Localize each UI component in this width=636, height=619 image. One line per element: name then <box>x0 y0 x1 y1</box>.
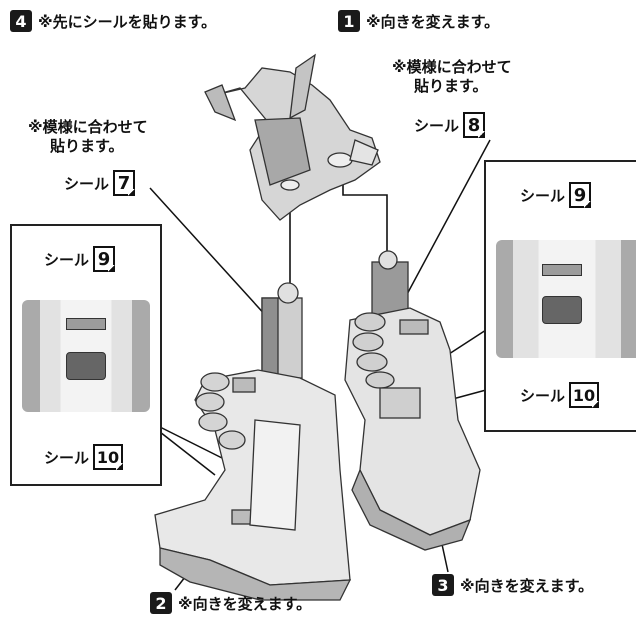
seal-9-left-label: シール 9 <box>44 246 116 272</box>
note-left-line1: ※模様に合わせて <box>28 118 148 136</box>
left-arm-part <box>154 282 352 601</box>
note-right-line1: ※模様に合わせて <box>392 58 512 76</box>
left-inset-closeup <box>22 300 150 412</box>
seal-9-right-number: 9 <box>569 182 592 208</box>
step-1-label: ※向きを変えます。 <box>366 12 500 31</box>
leader-seal7 <box>149 187 269 319</box>
seal-7-number: 7 <box>113 170 136 196</box>
right-detail-inset <box>484 160 636 432</box>
seal-10-left-prefix: シール <box>44 448 90 467</box>
left-detail-inset <box>10 224 162 486</box>
step-4-label: ※先にシールを貼ります。 <box>38 12 217 31</box>
note-left: ※模様に合わせて 貼ります。 <box>28 118 148 156</box>
seal-9-right-prefix: シール <box>520 186 566 205</box>
seal-9-right-label: シール 9 <box>520 182 592 208</box>
seal-9-left-number: 9 <box>93 246 116 272</box>
step-4-number: 4 <box>10 10 32 32</box>
seal-10-left-label: シール 10 <box>44 444 124 470</box>
note-right: ※模様に合わせて 貼ります。 <box>392 58 512 96</box>
note-left-line2: 貼ります。 <box>50 137 124 155</box>
right-arm-part <box>344 250 481 551</box>
seal-10-right-number: 10 <box>569 382 600 408</box>
step-1-heading: 1 ※向きを変えます。 <box>338 10 499 32</box>
seal-8-label: シール 8 <box>414 112 486 138</box>
step-2-heading: 2 ※向きを変えます。 <box>150 592 311 614</box>
right-inset-closeup <box>496 240 636 358</box>
step-3-heading: 3 ※向きを変えます。 <box>432 574 593 596</box>
seal-7-label: シール 7 <box>64 170 136 196</box>
step-3-number: 3 <box>432 574 454 596</box>
step-4-heading: 4 ※先にシールを貼ります。 <box>10 10 216 32</box>
step-1-number: 1 <box>338 10 360 32</box>
step-2-label: ※向きを変えます。 <box>178 594 312 613</box>
right-inset-seal9-spot <box>542 264 582 276</box>
right-inset-seal10-spot <box>542 296 582 324</box>
seal-10-right-label: シール 10 <box>520 382 600 408</box>
leader-seal8 <box>404 139 491 299</box>
seal-7-prefix: シール <box>64 174 110 193</box>
step-2-number: 2 <box>150 592 172 614</box>
note-right-line2: 貼ります。 <box>414 77 488 95</box>
seal-8-number: 8 <box>463 112 486 138</box>
seal-9-left-prefix: シール <box>44 250 90 269</box>
seal-10-right-prefix: シール <box>520 386 566 405</box>
seal-10-left-number: 10 <box>93 444 124 470</box>
left-inset-seal10-spot <box>66 352 106 380</box>
left-inset-seal9-spot <box>66 318 106 330</box>
head-part <box>204 53 381 221</box>
seal-8-prefix: シール <box>414 116 460 135</box>
step-3-label: ※向きを変えます。 <box>460 576 594 595</box>
